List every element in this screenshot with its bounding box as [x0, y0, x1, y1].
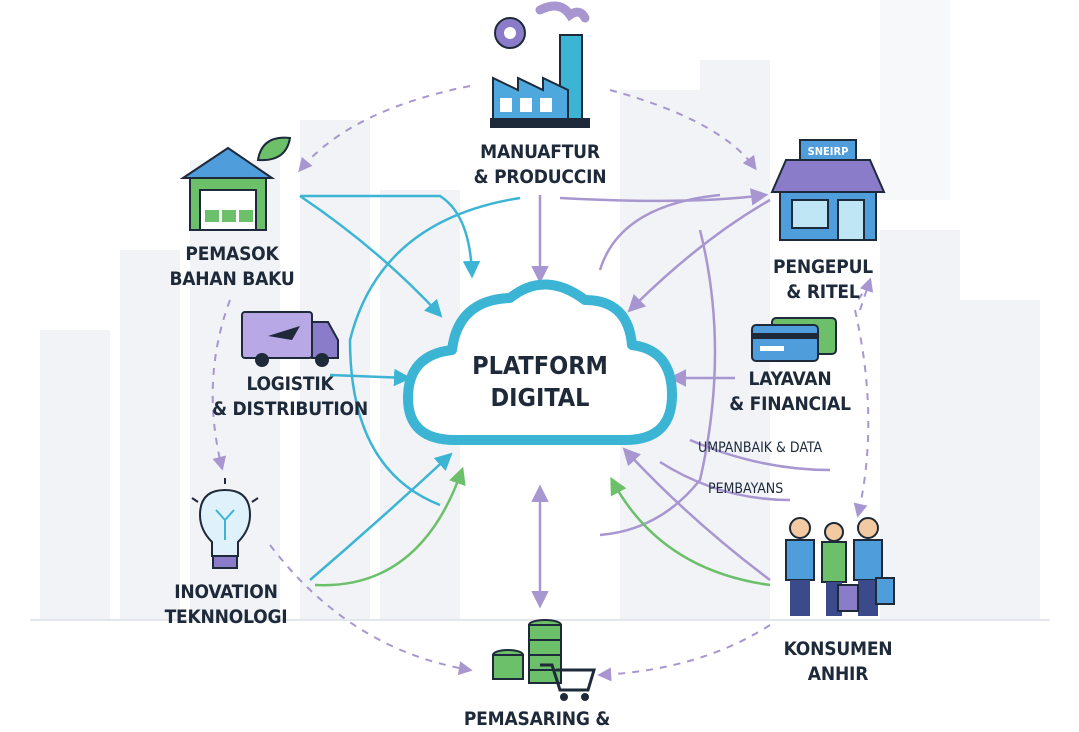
node-logistik-line1: LOGISTIK: [246, 373, 334, 395]
node-inovasi-line2: TEKNNOLOGI: [164, 606, 288, 628]
platform-cloud: [403, 279, 677, 445]
shop-sign: SNEIRP: [808, 145, 849, 158]
node-konsumen-line1: KONSUMEN: [783, 638, 893, 660]
node-konsumen-line2: ANHIR: [807, 663, 869, 685]
truck-icon: [241, 311, 339, 367]
node-layanan-line1: LAYAVAN: [748, 368, 832, 390]
node-manufaktur-line1: MANUAFTUR: [480, 141, 600, 163]
dashed-ring: [211, 85, 874, 682]
node-manufaktur: MANUAFTUR & PRODUCCIN: [474, 140, 607, 190]
cyan-flows: [299, 194, 521, 581]
flow-label-feedback: UMPANBAIK & DATA: [698, 440, 823, 456]
node-pemasok: PEMASOK BAHAN BAKU: [169, 242, 294, 292]
card-icon: [751, 317, 837, 362]
node-pengepul-line1: PENGEPUL: [773, 256, 873, 278]
node-manufaktur-line2: & PRODUCCIN: [473, 166, 607, 188]
factory-icon: [490, 1, 590, 128]
node-inovasi-line1: INOVATION: [174, 581, 278, 603]
platform-label: PLATFORM DIGITAL: [472, 350, 608, 414]
shop-icon: SNEIRP: [770, 139, 886, 241]
lightbulb-icon: [191, 478, 259, 569]
node-logistik: LOGISTIK & DISTRIBUTION: [212, 372, 368, 422]
node-pengepul: PENGEPUL & RITEL: [773, 255, 873, 305]
people-icon: [785, 517, 895, 616]
green-flows: [314, 466, 771, 587]
warehouse-icon: [179, 136, 292, 231]
node-logistik-line2: & DISTRIBUTION: [212, 398, 368, 420]
platform-label-line2: DIGITAL: [490, 383, 590, 412]
flow-label-payments: PEMBAYANS: [708, 481, 784, 497]
node-layanan-line2: & FINANCIAL: [729, 393, 851, 415]
node-pengepul-line2: & RITEL: [786, 281, 860, 303]
node-layanan: LAYAVAN & FINANCIAL: [729, 367, 851, 417]
node-inovasi: INOVATION TEKNNOLOGI: [165, 580, 288, 630]
coins-cart-icon: [492, 619, 597, 701]
platform-label-line1: PLATFORM: [472, 351, 608, 380]
node-konsumen: KONSUMEN ANHIR: [784, 637, 893, 687]
node-pemasok-line2: BAHAN BAKU: [169, 268, 295, 290]
node-pemasok-line1: PEMASOK: [185, 243, 279, 265]
